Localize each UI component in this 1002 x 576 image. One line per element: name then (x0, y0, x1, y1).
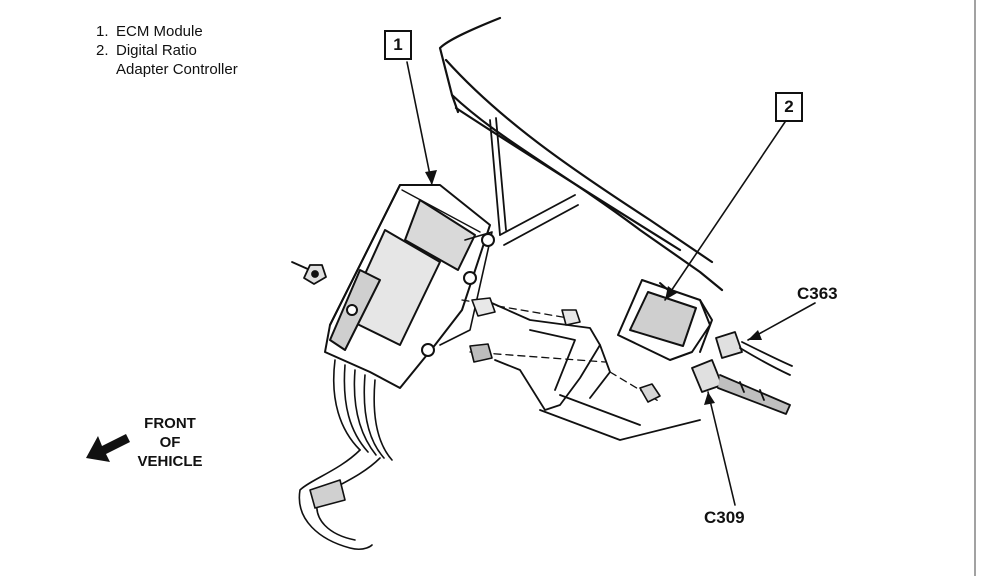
callout-2: 2 (775, 92, 803, 122)
dash-panel-edge (438, 16, 724, 292)
front-line-1: FRONT (144, 415, 196, 432)
legend-item-1: 1. ECM Module (96, 22, 238, 41)
ecm-wiring-harness (298, 359, 393, 551)
bracket-fasteners (469, 297, 661, 403)
legend-number: 2. (96, 42, 109, 59)
left-mounting-nut (291, 261, 327, 285)
support-brace (489, 117, 579, 246)
legend-continuation: Adapter Controller (116, 61, 238, 78)
ecm-module (324, 184, 495, 389)
legend-text: ECM Module (116, 23, 203, 40)
front-line-2: OF (159, 434, 181, 451)
digital-ratio-adapter-controller (617, 279, 713, 361)
legend-number: 1. (96, 23, 109, 40)
leader-arrowheads (425, 170, 762, 405)
c363-connector (715, 331, 793, 376)
front-of-vehicle-arrow (86, 434, 130, 462)
front-of-vehicle-label: FRONT OF VEHICLE (120, 414, 220, 471)
front-line-3: VEHICLE (137, 453, 203, 470)
c363-label: C363 (797, 284, 838, 303)
c309-connector (691, 359, 791, 415)
legend-text: Digital Ratio (116, 42, 197, 59)
callout-1: 1 (384, 30, 412, 60)
legend-item-2: 2. Digital Ratio (96, 41, 238, 60)
legend: 1. ECM Module 2. Digital Ratio Adapter C… (96, 22, 238, 79)
c309-label: C309 (704, 508, 745, 527)
